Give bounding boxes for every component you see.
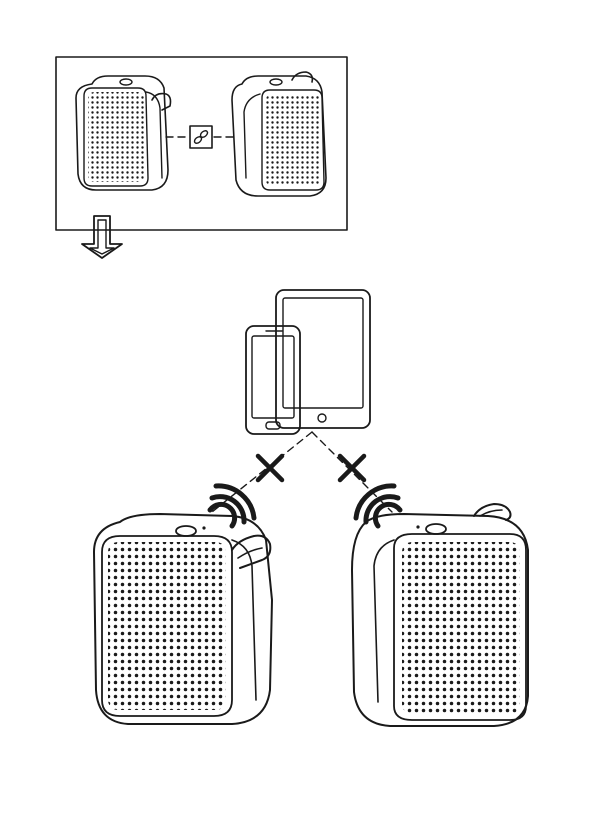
speaker-left bbox=[94, 514, 272, 724]
wireless-signal-icon bbox=[356, 486, 400, 526]
cross-icon bbox=[258, 456, 282, 480]
smartphone bbox=[246, 326, 300, 434]
down-arrow-icon bbox=[82, 216, 122, 258]
panel-speaker-left bbox=[76, 76, 171, 190]
tablet bbox=[276, 290, 370, 428]
panel-speaker-right bbox=[232, 72, 326, 196]
link-icon bbox=[193, 129, 208, 144]
speaker-right bbox=[352, 504, 528, 726]
cross-icon bbox=[340, 456, 364, 480]
panel-link bbox=[166, 126, 238, 148]
